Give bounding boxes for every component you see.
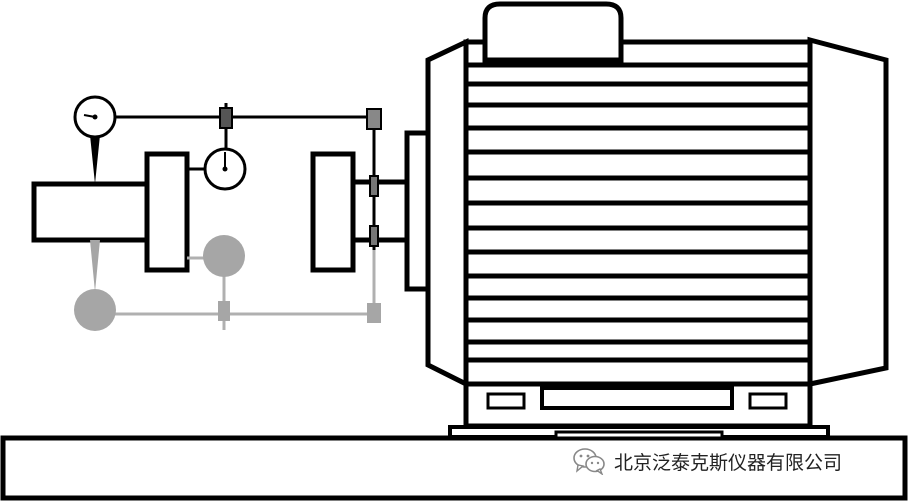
motor-feet	[448, 381, 830, 440]
ghost-dial-indicator-rim	[74, 289, 116, 331]
rim-dial-indicator	[73, 95, 117, 139]
face-dial-indicator	[187, 147, 247, 191]
coupling-half-left	[144, 151, 190, 273]
motor-body	[463, 39, 813, 387]
terminal-box	[482, 1, 624, 63]
ghost-indicator-fixture	[74, 120, 381, 331]
motor-front-cap	[425, 38, 469, 389]
indicator-fixture	[90, 103, 382, 250]
watermark-text: 北京泛泰克斯仪器有限公司	[614, 451, 843, 474]
coupling-half-right	[310, 151, 356, 273]
motor-rear-cap	[807, 36, 889, 388]
motor-shaft	[349, 179, 410, 243]
driven-shaft	[31, 181, 151, 243]
motor-flange	[404, 130, 431, 292]
cooling-fins	[466, 62, 810, 363]
ghost-dial-indicator-face	[203, 235, 245, 277]
wechat-icon	[573, 448, 605, 475]
watermark: 北京泛泰克斯仪器有限公司	[572, 446, 842, 476]
base-plate	[0, 435, 908, 501]
